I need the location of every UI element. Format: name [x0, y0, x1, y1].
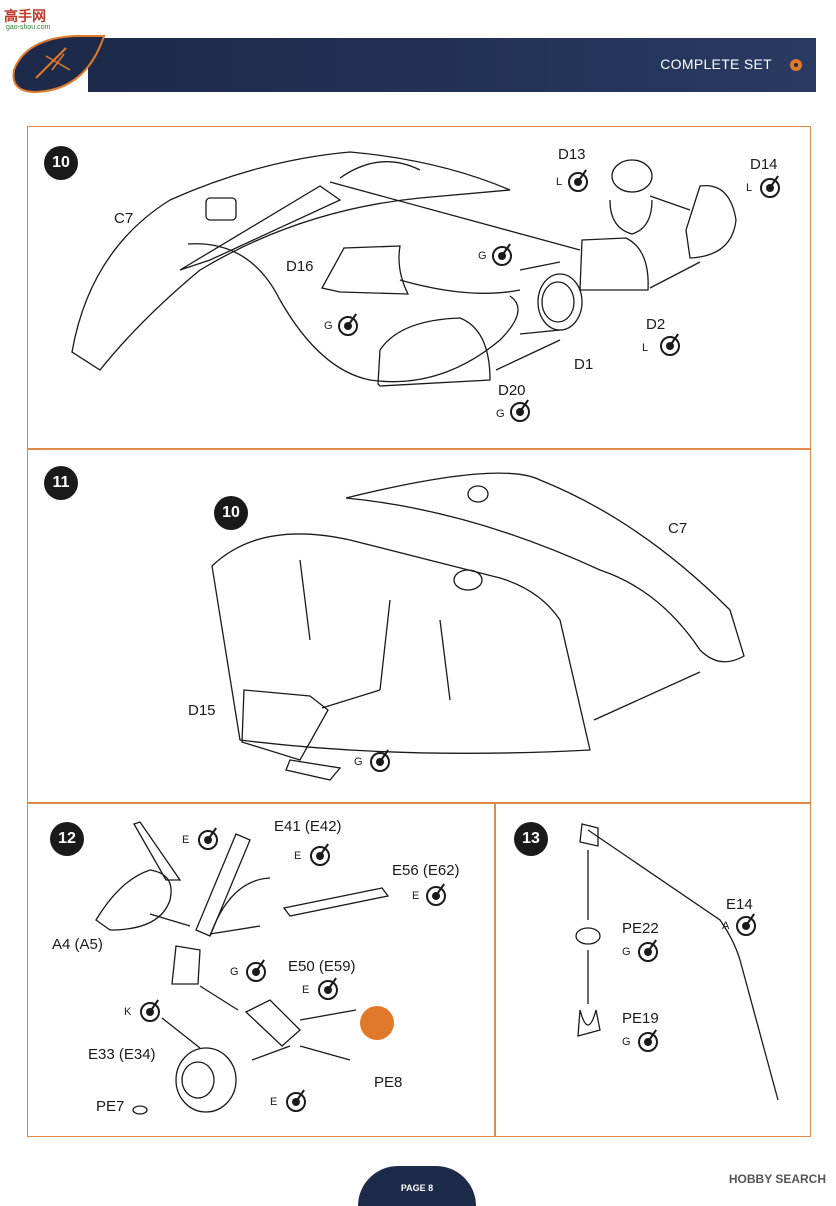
paint-code: K: [124, 1006, 132, 1018]
page-tab: [358, 1166, 476, 1206]
part-d2-label: D2: [646, 316, 666, 333]
bullet-icon: [790, 59, 802, 71]
part-e56-label: E56 (E62): [392, 862, 460, 879]
step-number-10: 10: [44, 146, 78, 180]
paint-icon: [338, 316, 358, 336]
part-c7-label: C7: [668, 520, 688, 537]
paint-code: L: [642, 342, 649, 354]
paint-icon: [638, 1032, 658, 1052]
paint-code: L: [556, 176, 563, 188]
header-bar: [88, 38, 816, 92]
step-number-12: 12: [50, 822, 84, 856]
part-e50-label: E50 (E59): [288, 958, 356, 975]
paint-code: G: [622, 1036, 631, 1048]
paint-code: G: [622, 946, 631, 958]
page-title: COMPLETE SET: [660, 56, 772, 72]
page-number: PAGE 8: [400, 1183, 434, 1193]
brand-logo: [6, 30, 106, 96]
paint-icon: [760, 178, 780, 198]
paint-icon: [198, 830, 218, 850]
paint-icon: [140, 1002, 160, 1022]
paint-icon: [568, 172, 588, 192]
site-watermark: 高手网: [4, 8, 46, 24]
paint-icon: [310, 846, 330, 866]
step-13-panel: [494, 802, 811, 1137]
part-e14-label: E14: [726, 896, 753, 913]
part-pe8-label: PE8: [374, 1074, 403, 1091]
part-d15-label: D15: [188, 702, 216, 719]
paint-code: E: [182, 834, 190, 846]
paint-icon: [510, 402, 530, 422]
paint-code: A: [722, 920, 730, 932]
part-e33-label: E33 (E34): [88, 1046, 156, 1063]
paint-icon: [318, 980, 338, 1000]
site-url: gao-shou.com: [6, 24, 51, 31]
paint-code: G: [324, 320, 333, 332]
paint-code: E: [294, 850, 302, 862]
part-e41-label: E41 (E42): [274, 818, 342, 835]
cut-photoetch-icon: [360, 1006, 394, 1040]
paint-icon: [426, 886, 446, 906]
part-d14-label: D14: [750, 156, 778, 173]
step-10-panel: [27, 126, 811, 450]
paint-icon: [638, 942, 658, 962]
paint-code: G: [230, 966, 239, 978]
part-d20-label: D20: [498, 382, 526, 399]
paint-code: L: [746, 182, 753, 194]
sub-step-reference-10: 10: [214, 496, 248, 530]
source-watermark: HOBBY SEARCH: [728, 1172, 826, 1186]
paint-code: E: [412, 890, 420, 902]
step-number-11: 11: [44, 466, 78, 500]
part-d13-label: D13: [558, 146, 586, 163]
part-pe19-label: PE19: [622, 1010, 659, 1027]
step-number-13: 13: [514, 822, 548, 856]
paint-icon: [660, 336, 680, 356]
paint-code: E: [302, 984, 310, 996]
part-a4-label: A4 (A5): [52, 936, 103, 953]
step-11-panel: [27, 448, 811, 804]
paint-icon: [736, 916, 756, 936]
paint-icon: [370, 752, 390, 772]
paint-code: G: [496, 408, 505, 420]
part-pe22-label: PE22: [622, 920, 659, 937]
part-d16-label: D16: [286, 258, 314, 275]
paint-icon: [286, 1092, 306, 1112]
paint-icon: [246, 962, 266, 982]
paint-code: G: [354, 756, 363, 768]
paint-code: G: [478, 250, 487, 262]
part-c7-label: C7: [114, 210, 134, 227]
part-pe7-label: PE7: [96, 1098, 125, 1115]
part-d1-label: D1: [574, 356, 594, 373]
paint-icon: [492, 246, 512, 266]
paint-code: E: [270, 1096, 278, 1108]
step-12-panel: [27, 802, 496, 1137]
